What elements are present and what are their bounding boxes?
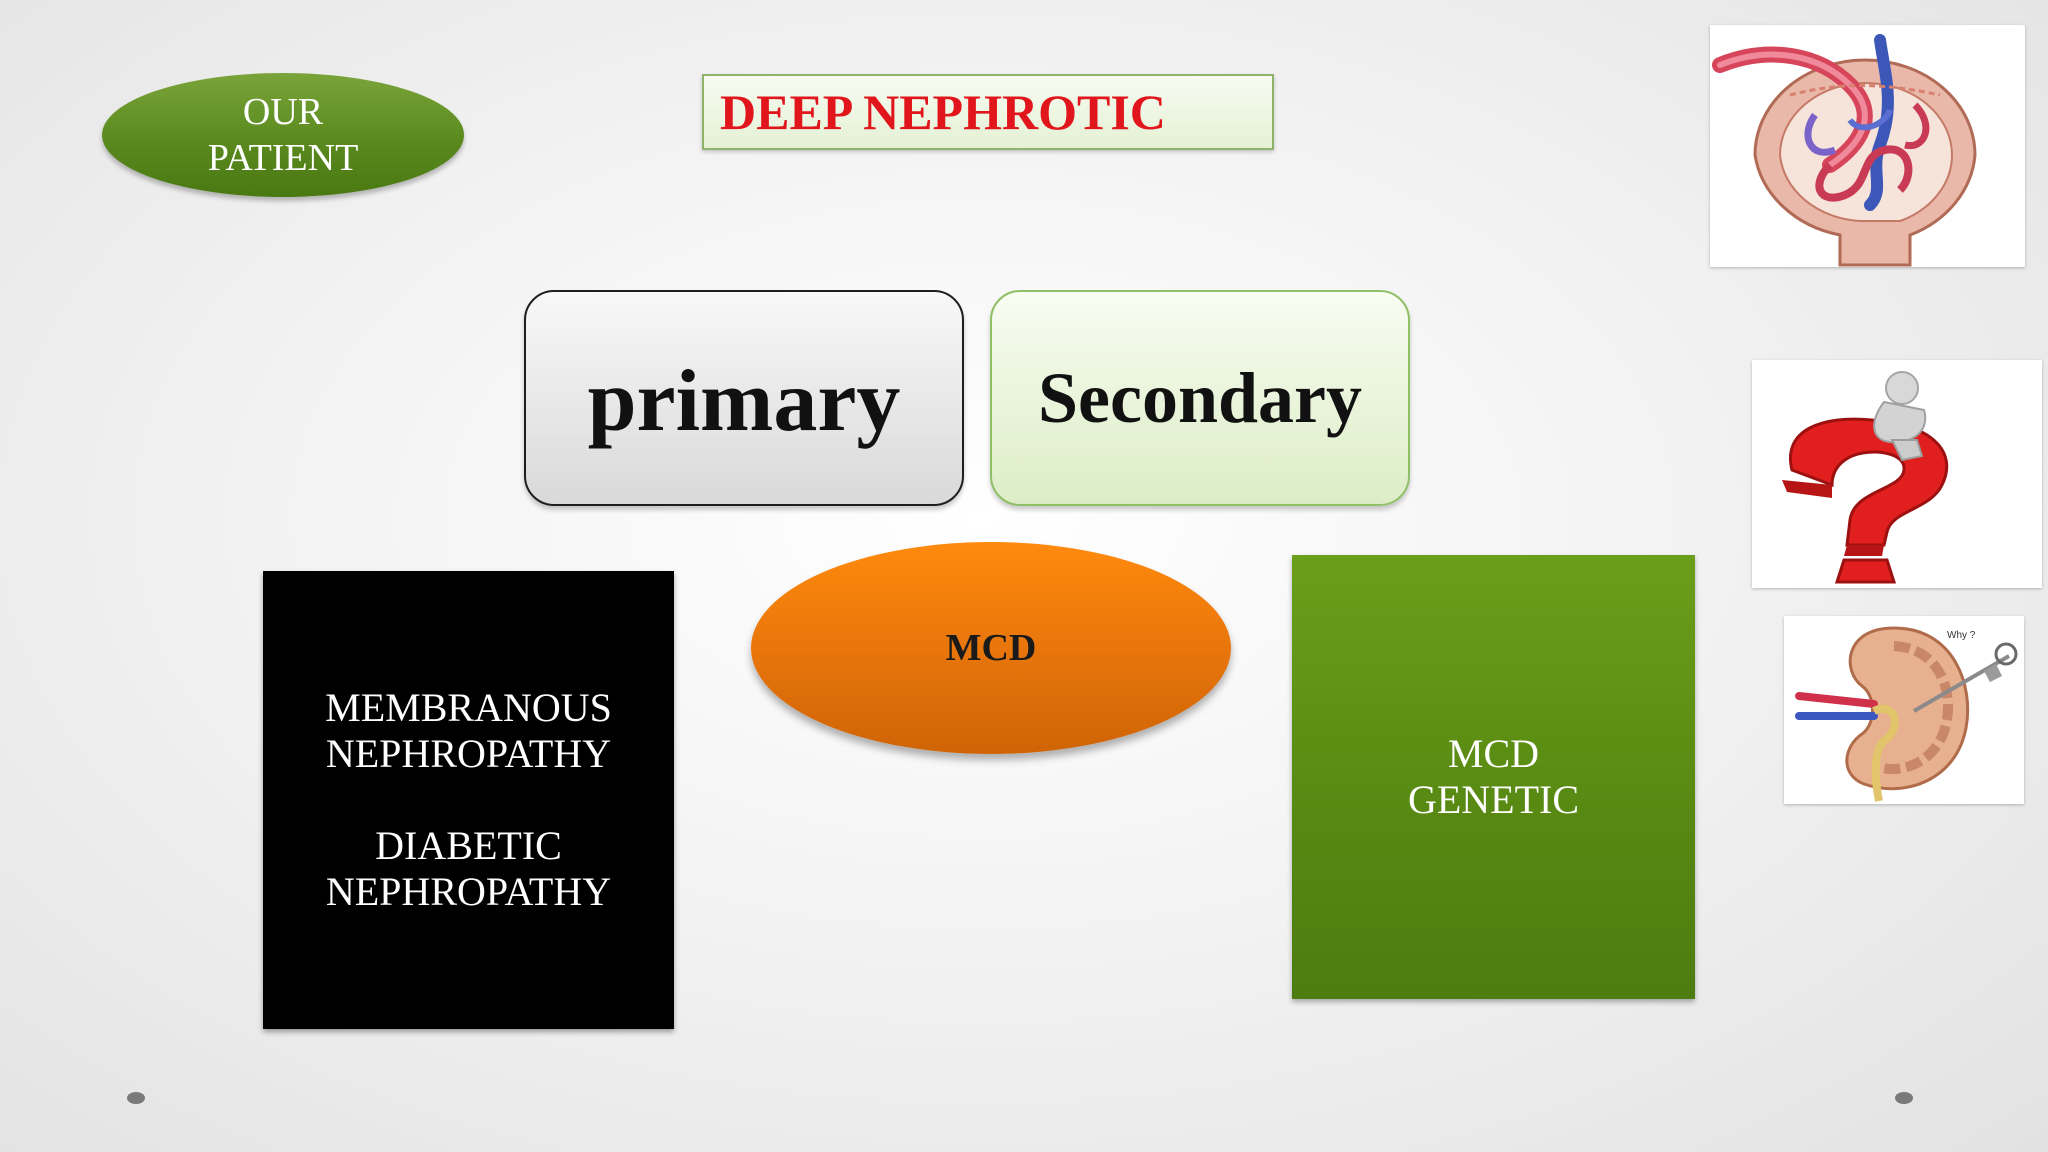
our-patient-oval: OUR PATIENT [102, 73, 464, 197]
primary-cause-line: MEMBRANOUS [325, 685, 612, 730]
kidney-image: Why ? [1784, 616, 2024, 804]
primary-causes-box: MEMBRANOUS NEPHROPATHY DIABETIC NEPHROPA… [263, 571, 674, 1029]
mcd-oval: MCD [751, 542, 1231, 754]
primary-cause-line: DIABETIC [375, 823, 562, 868]
slide-nav-dot-left[interactable] [127, 1092, 145, 1104]
primary-cause-line: NEPHROPATHY [325, 869, 612, 914]
secondary-cause-line: GENETIC [1407, 777, 1580, 822]
our-patient-label: OUR PATIENT [207, 91, 359, 179]
title-box: DEEP NEPHROTIC [702, 74, 1274, 150]
kidney-caption: Why ? [1947, 630, 1976, 641]
glomerulus-image [1710, 25, 2025, 267]
secondary-label: Secondary [1038, 357, 1362, 438]
primary-cause-line: NEPHROPATHY [325, 731, 612, 776]
glomerulus-icon [1710, 25, 2025, 267]
primary-label: primary [587, 352, 901, 450]
mcd-label: MCD [945, 627, 1037, 669]
slide-title: DEEP NEPHROTIC [720, 84, 1166, 140]
secondary-causes-box: MCD GENETIC [1292, 555, 1695, 999]
secondary-box: Secondary [990, 290, 1410, 506]
kidney-icon: Why ? [1784, 616, 2024, 804]
question-mark-icon [1752, 360, 2042, 588]
slide-nav-dot-right[interactable] [1895, 1092, 1913, 1104]
primary-box: primary [524, 290, 964, 506]
question-mark-image [1752, 360, 2042, 588]
secondary-cause-line: MCD [1447, 731, 1540, 776]
